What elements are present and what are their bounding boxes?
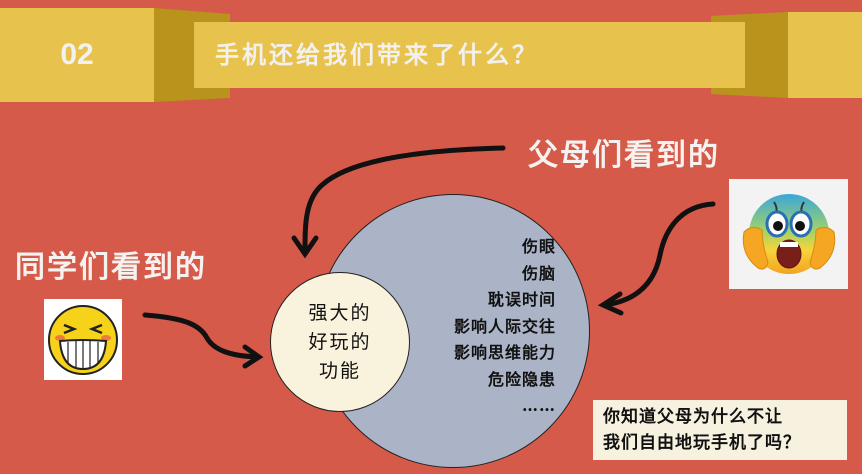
effect-item: 危险隐患 <box>487 369 556 389</box>
effect-item: 伤脑 <box>521 263 556 283</box>
effect-item: 伤眼 <box>521 237 556 256</box>
effect-item-ellipsis: …… <box>522 396 556 415</box>
parents-label: 父母们看到的 <box>528 138 720 173</box>
grinning-face-emoji-icon <box>44 299 122 380</box>
fun-features-circle: 强大的 好玩的 功能 <box>270 272 410 412</box>
question-line: 你知道父母为什么不让 <box>603 407 783 427</box>
page-title: 手机还给我们带来了什么？ <box>215 41 539 69</box>
header-banner <box>0 8 862 102</box>
question-box: 你知道父母为什么不让 我们自由地玩手机了吗？ <box>593 400 847 460</box>
effect-item: 影响人际交往 <box>453 316 556 336</box>
effect-item: 影响思维能力 <box>453 343 556 362</box>
effect-item: 耽误时间 <box>487 290 556 309</box>
inner-circle-line: 好玩的 <box>308 330 372 353</box>
question-line: 我们自由地玩手机了吗？ <box>603 433 801 453</box>
section-number: 02 <box>60 38 94 71</box>
inner-circle-line: 强大的 <box>308 301 372 324</box>
students-label: 同学们看到的 <box>15 250 207 285</box>
inner-circle-line: 功能 <box>318 359 361 382</box>
students-arrow-icon <box>142 312 264 369</box>
scared-face-emoji-icon <box>729 179 848 289</box>
parents-side-arrow-icon <box>597 201 716 316</box>
negative-effects-list: 伤眼 伤脑 耽误时间 影响人际交往 影响思维能力 危险隐患 …… <box>454 234 556 420</box>
